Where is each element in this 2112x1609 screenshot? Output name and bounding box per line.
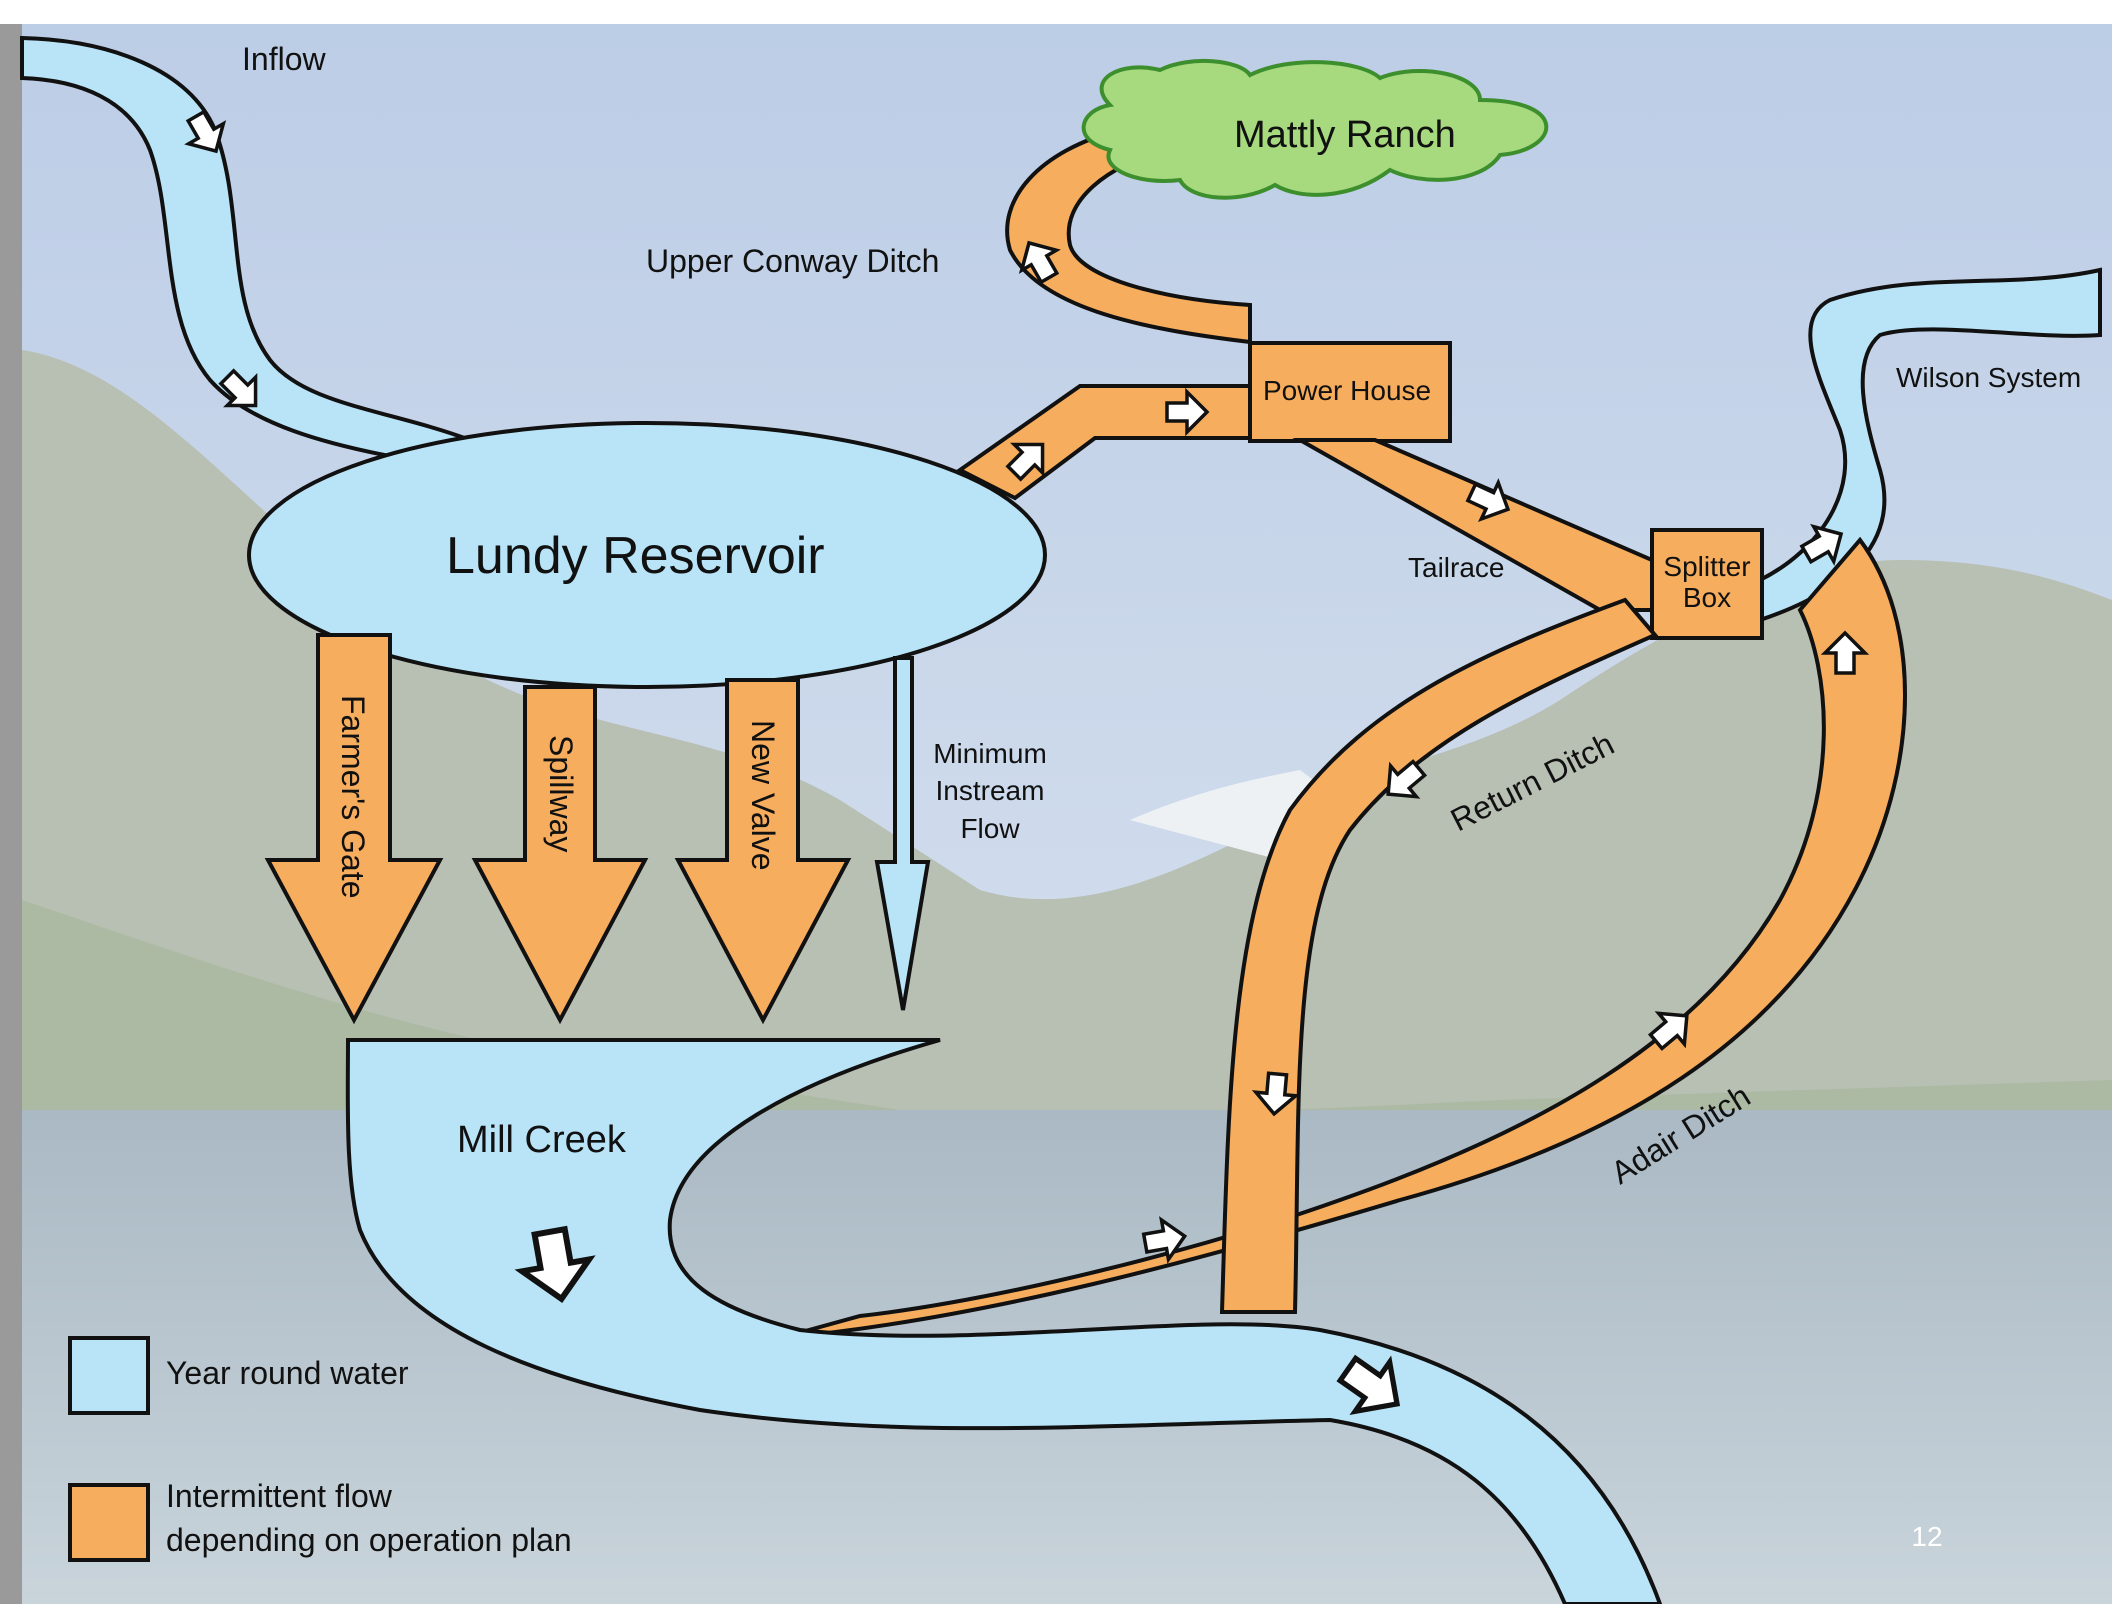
splitter-box-label-2: Box [1683,582,1731,613]
return-chevron-1 [1386,759,1428,799]
upper-conway-chevron [1018,240,1061,285]
mill-creek-chevron-2 [1336,1354,1401,1415]
legend-swatch-year-round [68,1336,150,1415]
wilson-system-label: Wilson System [1896,362,2081,393]
outlet-chevron [1005,442,1045,482]
new-valve-arrow [674,678,852,1025]
legend: Year round water Intermittent flow depen… [68,1336,572,1562]
powerhouse-chevron [1165,387,1210,437]
inflow-chevron-2 [218,368,258,408]
minimum-instream-flow-label-1: Minimum [933,738,1047,769]
lundy-reservoir [247,421,1047,689]
tailrace-label: Tailrace [1408,552,1504,583]
minimum-instream-flow-label-3: Flow [960,813,1020,844]
legend-intermittent-label-2: depending on operation plan [166,1522,572,1558]
spillway-arrow [471,685,649,1025]
return-chevron-2 [1251,1071,1301,1117]
left-frame-edge [0,24,22,1604]
upper-conway-ditch-label: Upper Conway Ditch [646,243,939,279]
farmers-gate-label: Farmer's Gate [335,695,371,898]
mill-creek-label: Mill Creek [457,1119,627,1161]
inflow-label: Inflow [242,41,326,77]
farmers-gate-arrow [264,633,444,1025]
adair-chevron-2 [1647,1011,1689,1051]
adair-chevron-1 [1820,630,1870,675]
wilson-chevron [1799,523,1844,566]
adair-chevron-3 [1141,1216,1188,1264]
tailrace-chevron [1465,478,1511,523]
mattly-ranch-cloud [1081,59,1549,200]
legend-intermittent-label-1: Intermittent flow [166,1478,393,1514]
slide-number: 12 [1911,1521,1942,1552]
inflow-chevron-1 [184,109,227,154]
legend-year-round-label: Year round water [166,1355,409,1391]
power-house-label: Power House [1263,375,1431,406]
flow-chevrons [184,109,1870,1415]
lundy-reservoir-label: Lundy Reservoir [446,527,825,585]
spillway-label: Spillway [543,735,579,852]
new-valve-label: New Valve [745,720,781,871]
splitter-box-label-1: Splitter [1663,551,1750,582]
legend-swatch-intermittent [68,1483,150,1562]
mill-creek-chevron-1 [514,1225,596,1303]
mattly-ranch-label: Mattly Ranch [1234,114,1456,156]
minimum-instream-flow-arrow [874,656,931,1011]
splitter-box [1650,528,1764,640]
minimum-instream-flow-label-2: Instream [936,775,1045,806]
